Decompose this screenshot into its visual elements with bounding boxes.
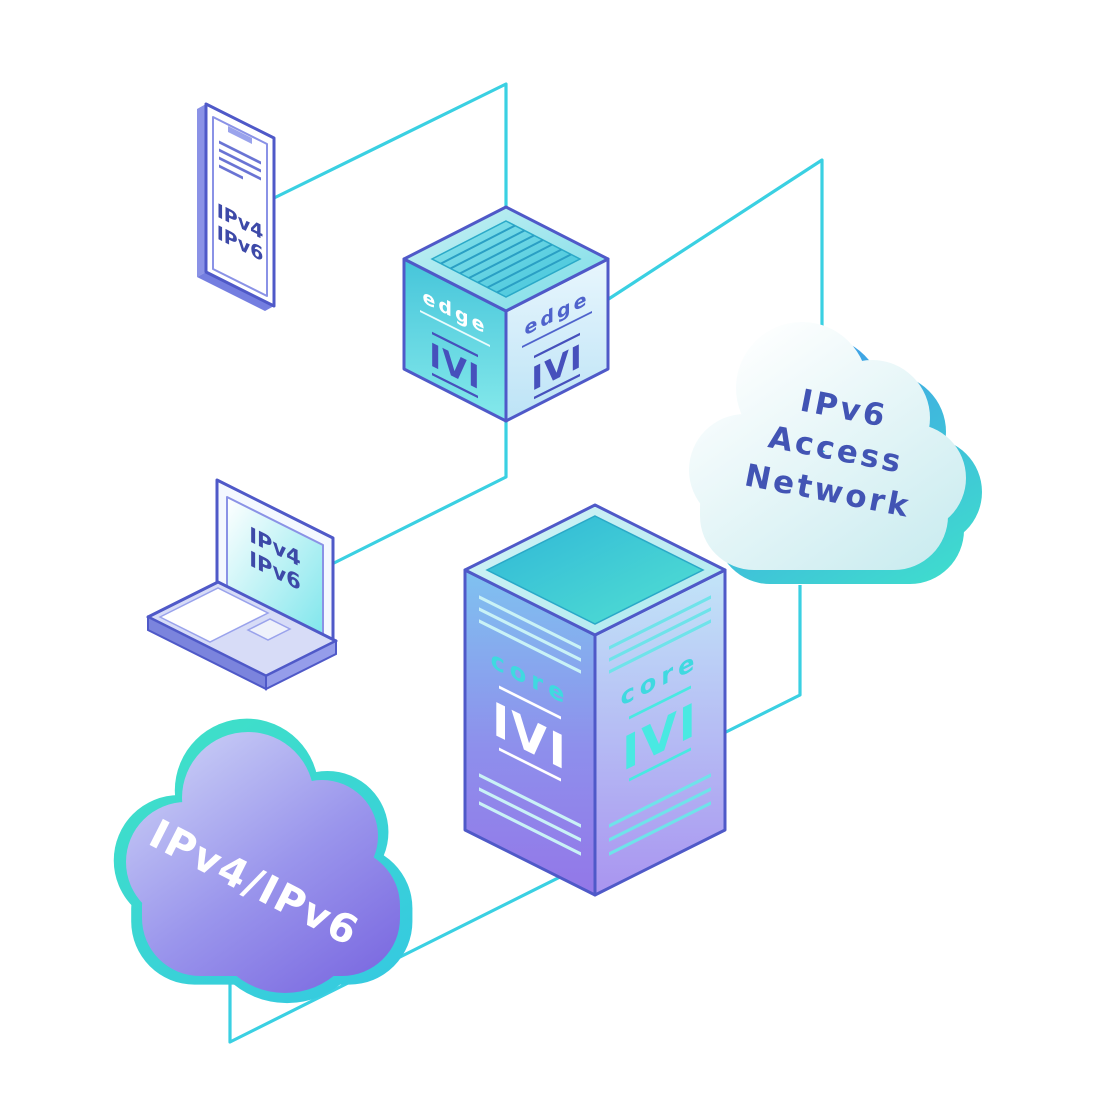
laptop-touchpad: [246, 618, 292, 641]
ivi-logo-top-bar: [534, 332, 580, 359]
phone-screen-lines: [219, 140, 261, 181]
ivi-logo-top-bar: [629, 685, 691, 720]
phone-bottom-face: [197, 272, 274, 311]
edge-cube-vent-lines: [440, 224, 572, 294]
connector-phone-to-edge: [271, 82, 508, 215]
ivi-logo-top-bar: [432, 331, 478, 358]
connector-edge-to-access-cloud: [603, 158, 824, 335]
phone-side-face: [197, 104, 206, 277]
ivi-logo-bottom-bar: [534, 373, 580, 400]
dual-cloud-body: [126, 732, 400, 993]
laptop-base-front-right: [265, 639, 337, 691]
ivi-logo-bottom-bar: [629, 747, 691, 782]
access-cloud-body: [689, 322, 966, 570]
connector-access-cloud-to-core: [711, 585, 802, 741]
edge-router-node: edge IVI edge IVI: [402, 205, 610, 423]
ivi-logo-top-bar: [499, 685, 561, 720]
laptop-keyboard: [158, 587, 270, 643]
ivi-logo-bottom-bar: [432, 372, 478, 399]
ivi-logo-bottom-bar: [499, 747, 561, 782]
ipv6-access-cloud: IPv6 Access Network: [689, 322, 982, 584]
core-right-labels: core IVI: [609, 595, 711, 856]
phone-notch: [228, 126, 252, 144]
core-top-panel: [485, 515, 705, 625]
core-router-node: core IVI core IVI: [463, 503, 727, 897]
laptop-node: IPv4 IPv6: [146, 478, 338, 691]
phone-node: IPv4 IPv6: [197, 102, 276, 311]
ipv4-ipv6-cloud: IPv4/IPv6: [113, 718, 413, 1004]
connector-edge-to-laptop: [329, 415, 508, 567]
